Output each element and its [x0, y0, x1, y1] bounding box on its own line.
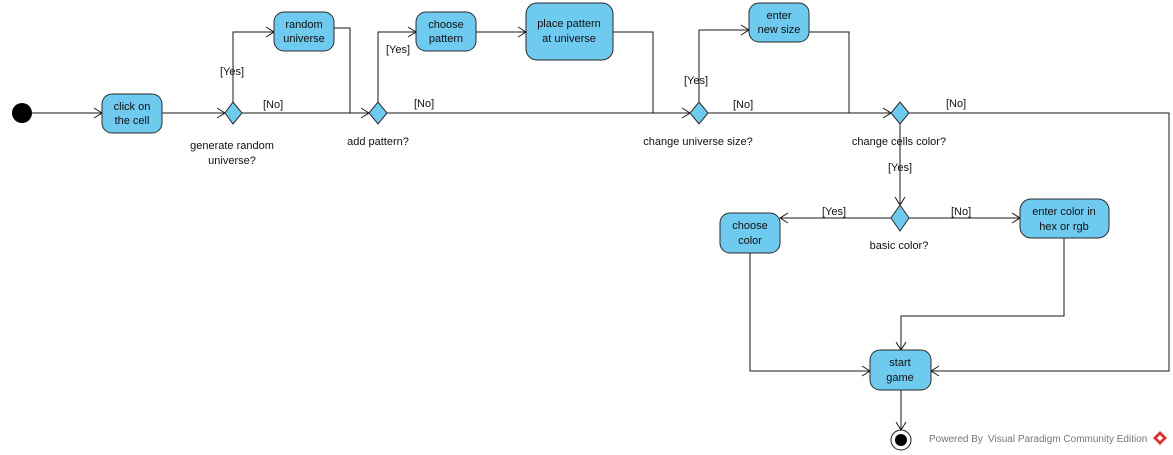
guard-generate-no: [No] [263, 99, 283, 111]
edge-entersize-to-changecolor [809, 31, 850, 113]
edge-changesize-yes [698, 29, 749, 102]
decision-label-change-color: change cells color? [852, 136, 946, 148]
activity-label-line2: hex or rgb [1039, 221, 1089, 233]
activity-label-line1: enter color in [1032, 206, 1096, 218]
decision-change-size [689, 101, 709, 125]
edge-place-to-changesize [613, 31, 654, 113]
decision-label-generate-random-line2: universe? [208, 155, 256, 167]
edge-addpattern-yes [377, 31, 416, 102]
activity-label-line2: pattern [429, 33, 463, 45]
decision-generate-random [224, 101, 243, 125]
activity-label-line1: enter [766, 10, 791, 22]
guard-basic-yes: [Yes] [822, 206, 846, 218]
guard-changecolor-yes: [Yes] [888, 162, 912, 174]
decision-label-generate-random-line1: generate random [190, 140, 274, 152]
activity-click-cell: click on the cell [101, 93, 163, 134]
activity-choose-color: choose color [719, 212, 781, 254]
visual-paradigm-logo-icon [1153, 431, 1167, 445]
activity-choose-pattern: choose pattern [415, 11, 477, 52]
activity-enter-color: enter color in hex or rgb [1019, 198, 1110, 239]
activity-start-game: start game [869, 349, 932, 391]
decision-label-basic-color: basic color? [870, 240, 929, 252]
decision-basic-color [890, 204, 910, 232]
activity-random-universe: random universe [273, 11, 335, 52]
edge-choosecolor-to-start [749, 253, 870, 372]
guard-generate-yes: [Yes] [220, 66, 244, 78]
edge-entercolor-to-start [900, 238, 1065, 350]
edges [32, 27, 1170, 430]
edge-random-to-addpattern [334, 27, 351, 113]
activity-label-line1: click on [114, 101, 151, 113]
guard-changesize-yes: [Yes] [684, 75, 708, 87]
activity-label-line2: at universe [542, 33, 596, 45]
decision-label-change-size: change universe size? [643, 136, 752, 148]
arrowhead [779, 212, 789, 224]
footer-powered-by: Powered By [929, 434, 983, 445]
activity-label-line1: start [889, 357, 910, 369]
edge-generate-yes [232, 31, 274, 102]
final-node [890, 429, 912, 451]
activity-label-line1: choose [428, 19, 463, 31]
decision-label-add-pattern: add pattern? [347, 136, 409, 148]
activity-enter-size: enter new size [748, 2, 810, 43]
footer-tool-name: Visual Paradigm Community Edition [988, 434, 1147, 445]
guard-addpattern-yes: [Yes] [386, 44, 410, 56]
activity-label-line1: choose [732, 220, 767, 232]
guard-addpattern-no: [No] [414, 98, 434, 110]
guard-basic-no: [No] [951, 206, 971, 218]
activity-label-line1: random [285, 19, 322, 31]
activity-label-line2: universe [283, 33, 325, 45]
guard-changesize-no: [No] [733, 99, 753, 111]
activity-label-line2: game [886, 372, 914, 384]
decision-change-color [890, 101, 910, 125]
activity-place-pattern: place pattern at universe [525, 2, 614, 61]
initial-node [12, 103, 32, 123]
edge-changecolor-no [909, 112, 1170, 372]
decision-add-pattern [368, 101, 388, 125]
activity-label-line2: the cell [115, 115, 150, 127]
footer: Powered By Visual Paradigm Community Edi… [929, 431, 1167, 445]
activity-label-line2: color [738, 235, 762, 247]
guard-changecolor-no: [No] [946, 98, 966, 110]
activity-label-line2: new size [758, 24, 801, 36]
activity-label-line1: place pattern [537, 18, 601, 30]
